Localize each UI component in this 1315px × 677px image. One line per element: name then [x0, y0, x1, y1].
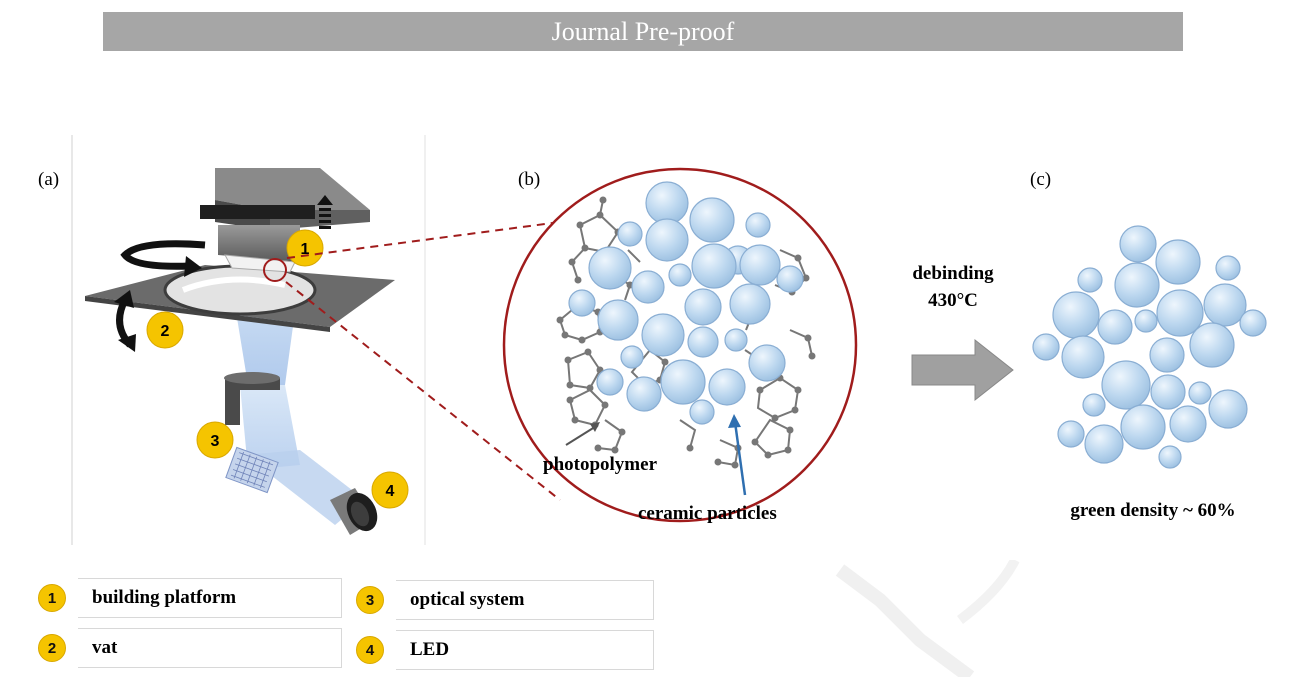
- rotation-arrow-top: [120, 240, 206, 270]
- legend-label: building platform: [78, 578, 342, 618]
- photopolymer-pointer: [565, 424, 599, 446]
- badge-4-icon: 4: [371, 471, 409, 509]
- legend-item-building-platform: 1 building platform: [38, 578, 342, 618]
- panel-c-label: (c): [1030, 169, 1051, 190]
- zoom-line-bottom: [285, 281, 561, 501]
- temperature-label: 430°C: [928, 290, 978, 311]
- legend-item-led: 4 LED: [356, 630, 654, 670]
- printer-schematic: 1 2 3 4: [85, 168, 409, 535]
- legend-badge-1-icon: 1: [38, 584, 66, 612]
- vat-ring-highlight: [181, 276, 286, 293]
- dmd-grid: [225, 446, 279, 494]
- legend-badge-2-icon: 2: [38, 634, 66, 662]
- polymer-nodes: [556, 196, 816, 469]
- badge-3-icon: 3: [196, 421, 234, 459]
- panel-a-label: (a): [38, 169, 59, 190]
- ceramic-particles: [568, 181, 804, 425]
- debinding-label: debinding: [912, 263, 994, 284]
- legend-label: optical system: [396, 580, 654, 620]
- legend-item-optical-system: 3 optical system: [356, 580, 654, 620]
- svg-text:1: 1: [301, 241, 310, 258]
- badge-1-icon: 1: [286, 229, 324, 267]
- legend-label: vat: [78, 628, 342, 668]
- svg-text:4: 4: [386, 483, 395, 500]
- zoom-line-top: [286, 221, 561, 259]
- light-beam-middle: [240, 385, 300, 470]
- ceramic-particles-label: ceramic particles: [638, 503, 777, 524]
- ceramic-pointer: [733, 421, 747, 496]
- badge-2-icon: 2: [146, 311, 184, 349]
- legend-badge-3-icon: 3: [356, 586, 384, 614]
- legend-label: LED: [396, 630, 654, 670]
- platform-top: [215, 168, 370, 210]
- platform-clamp: [200, 205, 315, 219]
- led-unit: [330, 488, 378, 535]
- focus-circle: [263, 258, 287, 282]
- platform-column: [218, 225, 300, 262]
- legend-badge-4-icon: 4: [356, 636, 384, 664]
- optics-mount: [225, 378, 280, 425]
- svg-text:3: 3: [211, 433, 220, 450]
- legend-item-vat: 2 vat: [38, 628, 342, 668]
- vat-plate-edge: [85, 296, 330, 332]
- panel-b-label: (b): [518, 169, 540, 190]
- lift-arrow-icon: [317, 195, 333, 229]
- process-arrow-icon: [911, 338, 1014, 402]
- svg-text:2: 2: [161, 323, 170, 340]
- green-density-label: green density ~ 60%: [1070, 500, 1235, 521]
- green-body-particles: [1032, 225, 1267, 469]
- journal-banner: Journal Pre-proof: [103, 12, 1183, 51]
- photopolymer-label: photopolymer: [543, 454, 658, 475]
- watermark-graphic: [835, 560, 1020, 677]
